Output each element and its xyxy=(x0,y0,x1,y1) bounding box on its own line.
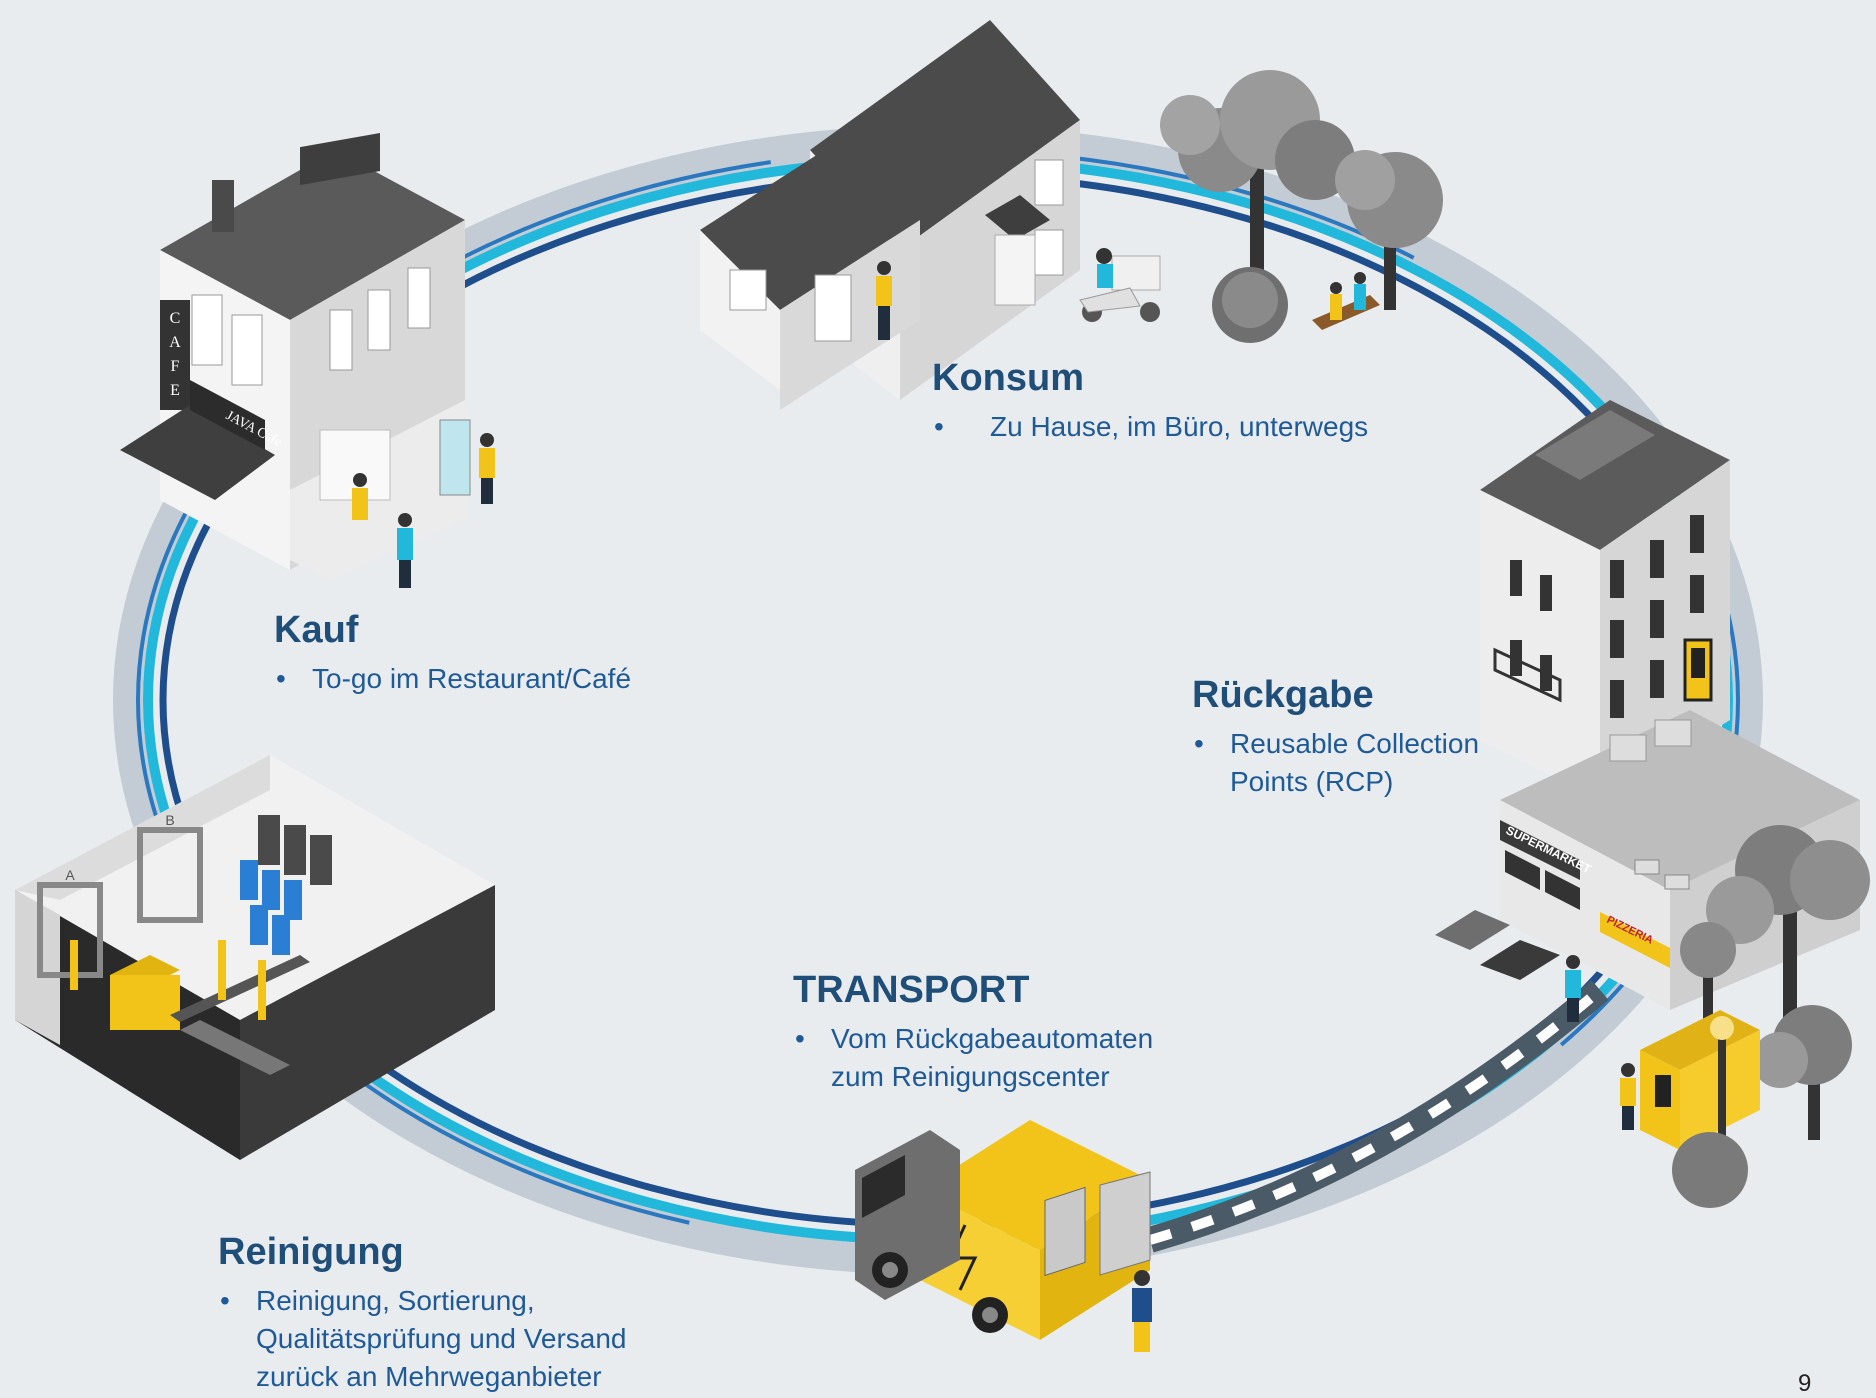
cafe-awning xyxy=(120,405,275,500)
cafe-building: C A F E JAVA Cafe xyxy=(120,132,495,588)
bullet-item: Vom Rückgabeautomaten xyxy=(793,1020,1153,1058)
svg-text:E: E xyxy=(170,382,180,399)
door-a-label: A xyxy=(65,867,75,883)
transport-road-markings xyxy=(1148,986,1604,1245)
stage-transport: TRANSPORT Vom Rückgabeautomaten zum Rein… xyxy=(793,969,1153,1096)
bullet-continuation: Qualitätsprüfung und Versand xyxy=(256,1322,627,1354)
stage-title-transport: TRANSPORT xyxy=(793,969,1030,1011)
trees-right xyxy=(1680,825,1870,1140)
houses xyxy=(700,20,1161,410)
stage-bullets-rueckgabe: Reusable Collection Points (RCP) xyxy=(1192,725,1479,801)
stage-kauf: Kauf To-go im Restaurant/Café xyxy=(274,609,631,698)
door-b-label: B xyxy=(165,812,174,828)
stage-rueckgabe: Rückgabe Reusable Collection Points (RCP… xyxy=(1192,674,1479,801)
pizzeria-sign xyxy=(1600,912,1670,968)
car xyxy=(1435,910,1510,950)
stage-bullets-reinigung: Reinigung, Sortierung, Qualitätsprüfung … xyxy=(218,1282,626,1396)
svg-text:F: F xyxy=(171,358,180,375)
svg-text:A: A xyxy=(169,334,181,351)
car xyxy=(1480,940,1560,980)
stage-reinigung: Reinigung Reinigung, Sortierung, Qualitä… xyxy=(218,1231,626,1396)
bullet-item: To-go im Restaurant/Café xyxy=(274,660,631,698)
supermarket-sign xyxy=(1500,820,1580,880)
bullet-item: Reusable Collection xyxy=(1192,725,1479,763)
bullet-item: Zu Hause, im Büro, unterwegs xyxy=(932,408,1368,446)
cafe-sign xyxy=(160,300,190,410)
bullet-continuation: Points (RCP) xyxy=(1230,765,1394,797)
stage-konsum: Konsum Zu Hause, im Büro, unterwegs xyxy=(932,357,1368,446)
truck xyxy=(855,1120,1152,1352)
cafe-sign-text: C xyxy=(170,310,181,327)
page-number: 9 xyxy=(1798,1370,1812,1397)
stage-title-kauf: Kauf xyxy=(274,609,359,651)
kiosk-return-machine xyxy=(1620,1010,1760,1208)
bullet-item: Reinigung, Sortierung, xyxy=(218,1282,626,1320)
park xyxy=(1160,70,1443,343)
door-b xyxy=(137,827,203,923)
stage-bullets-kauf: To-go im Restaurant/Café xyxy=(274,660,631,698)
stage-bullets-transport: Vom Rückgabeautomaten zum Reinigungscent… xyxy=(793,1020,1153,1096)
stage-bullets-konsum: Zu Hause, im Büro, unterwegs xyxy=(932,408,1368,446)
bullet-continuation: zurück an Mehrweganbieter xyxy=(256,1360,602,1392)
bullet-continuation: zum Reinigungscenter xyxy=(831,1060,1110,1092)
cleaning-center: A B xyxy=(15,755,495,1160)
stage-title-rueckgabe: Rückgabe xyxy=(1192,674,1374,716)
stage-title-konsum: Konsum xyxy=(932,357,1084,399)
stage-title-reinigung: Reinigung xyxy=(218,1231,404,1273)
